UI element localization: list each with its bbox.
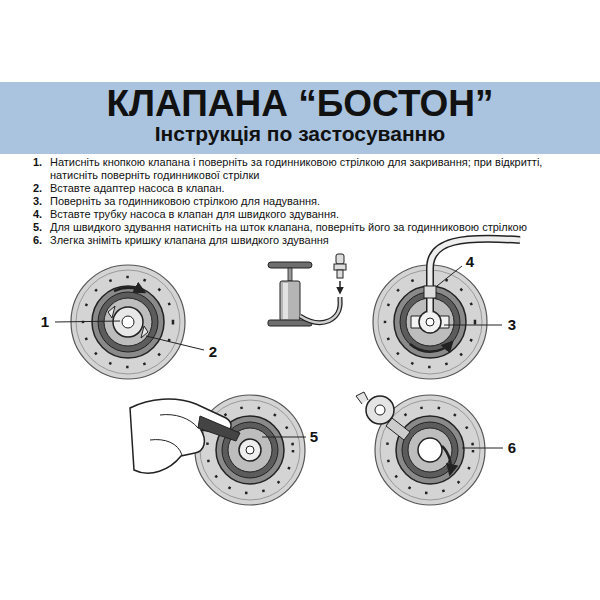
pump-figure xyxy=(300,297,340,323)
callout-number: 2 xyxy=(209,343,217,361)
pump-figure xyxy=(288,268,292,281)
valve-figure xyxy=(385,277,475,367)
valve-figure xyxy=(402,422,458,478)
valve-figure xyxy=(380,400,480,500)
pump-hose xyxy=(430,239,520,312)
pump-figure xyxy=(300,297,340,323)
pump-hose xyxy=(424,239,520,312)
step-number: 1. xyxy=(33,156,42,169)
step-number: 3. xyxy=(33,195,42,208)
title: КЛАПАНА “БОСТОН” xyxy=(0,83,600,125)
hand-figure xyxy=(150,440,182,455)
subtitle: Інструкція по застосуванню xyxy=(0,122,600,146)
valve-cap xyxy=(356,392,410,440)
valve-cap xyxy=(386,418,410,440)
valve-figure xyxy=(114,288,144,292)
valve-cap xyxy=(366,396,394,424)
valve-cap xyxy=(356,392,368,404)
valve-figure xyxy=(71,265,185,379)
step-text: Вставте адаптер насоса в клапан. xyxy=(50,182,590,195)
step-number: 4. xyxy=(33,208,42,221)
valve-figure xyxy=(122,316,134,328)
pump-figure xyxy=(283,283,288,319)
hand-figure xyxy=(198,416,240,441)
callout-number: 5 xyxy=(310,428,318,446)
pump-figure xyxy=(268,254,346,326)
valve-figure xyxy=(387,407,473,493)
pump-figure xyxy=(334,264,346,270)
pump-hose xyxy=(424,286,436,298)
valve-figure xyxy=(239,439,261,461)
valve-figure xyxy=(378,270,482,374)
pump-figure xyxy=(339,281,341,293)
valve-cap xyxy=(375,405,385,415)
pump-figure xyxy=(268,262,312,268)
step-text: Для швидкого здування натисніть на шток … xyxy=(50,221,590,234)
step-text: Поверніть за годинниковою стрілкою для н… xyxy=(50,195,590,208)
callout-number: 6 xyxy=(508,439,516,457)
step-number: 2. xyxy=(33,182,42,195)
leader-line xyxy=(444,325,502,326)
hand-figure xyxy=(130,399,231,473)
hand-figure xyxy=(130,399,240,473)
title-band xyxy=(0,82,600,154)
hand-figure xyxy=(160,415,198,428)
callout-number: 3 xyxy=(508,316,516,334)
pump-figure xyxy=(280,281,300,321)
valve-figure xyxy=(76,270,180,374)
valve-figure xyxy=(410,342,452,352)
valve-figure xyxy=(396,416,464,484)
valve-figure xyxy=(419,311,441,333)
valve-figure xyxy=(418,438,442,462)
step-number: 5. xyxy=(33,221,42,234)
pump-hose xyxy=(430,239,520,312)
leader-line xyxy=(262,437,306,438)
valve-figure xyxy=(246,446,254,454)
callout-number: 1 xyxy=(41,313,49,331)
leader-line xyxy=(55,321,120,322)
valve-figure xyxy=(104,298,152,346)
callout-number: 4 xyxy=(466,253,474,271)
pump-figure xyxy=(337,270,343,278)
pump-figure xyxy=(336,254,344,264)
valve-figure xyxy=(98,292,158,352)
valve-figure xyxy=(92,286,164,358)
valve-figure xyxy=(411,316,449,328)
valve-figure xyxy=(426,318,434,326)
valve-figure xyxy=(71,265,185,379)
valve-figure xyxy=(442,446,451,474)
leader-line xyxy=(462,448,503,449)
step-text: Натисніть кнопкою клапана і поверніть за… xyxy=(50,156,590,182)
leader-line xyxy=(437,266,462,286)
step-text: Вставте трубку насоса в клапан для швидк… xyxy=(50,208,590,221)
leader-line xyxy=(146,336,204,350)
step-number: 6. xyxy=(33,234,42,247)
valve-figure xyxy=(394,286,466,358)
step-text: Злегка зніміть кришку клапана для швидко… xyxy=(50,234,590,247)
valve-figure xyxy=(113,307,143,337)
valve-figure xyxy=(83,277,173,367)
